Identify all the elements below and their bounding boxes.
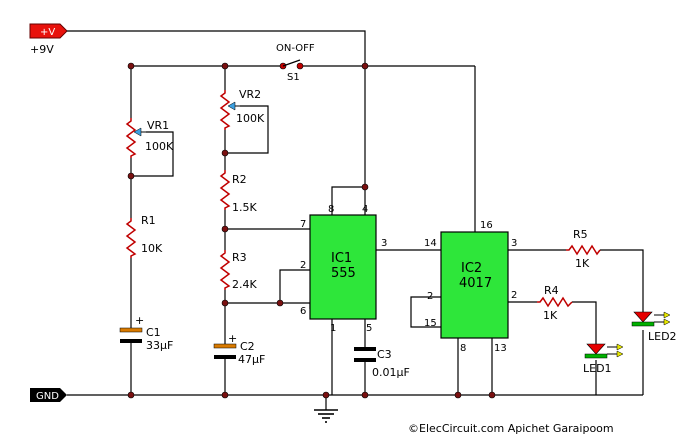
c1-polarity: + — [135, 314, 144, 327]
c1-ref: C1 — [146, 326, 161, 339]
switch-label: ON-OFF — [276, 43, 315, 54]
r3-value: 2.4K — [232, 278, 257, 291]
c3-value: 0.01μF — [372, 366, 410, 379]
resistor-r1: R1 10K — [125, 214, 163, 258]
gnd-tag-text: GND — [36, 391, 59, 402]
ic2-pin-2-out: 2 — [511, 290, 517, 301]
ic1-pin-3: 3 — [381, 238, 387, 249]
vr1-ref: VR1 — [147, 119, 169, 132]
potentiometer-vr2: VR2 100K — [219, 88, 265, 130]
junction-dots — [127, 62, 496, 399]
ic2-name: IC2 — [461, 261, 482, 276]
ic1-pin-1: 1 — [330, 323, 336, 334]
ic1-pin-8: 8 — [328, 204, 334, 215]
ground-symbol — [314, 409, 338, 423]
c2-polarity: + — [228, 332, 237, 345]
ic2-part: 4017 — [459, 276, 492, 291]
ic1-pin-7: 7 — [300, 219, 306, 230]
r2-ref: R2 — [232, 173, 247, 186]
ic1-part: 555 — [331, 266, 356, 281]
led2: LED2 — [631, 311, 677, 343]
ic2-pin-2-in: 2 — [427, 291, 433, 302]
capacitor-c2: + C2 47μF — [213, 332, 265, 366]
r1-value: 10K — [141, 242, 163, 255]
resistor-r5: R5 1K — [566, 228, 601, 270]
ic2-4017: IC2 4017 16 14 3 2 15 8 13 2 — [424, 220, 517, 354]
r3-ref: R3 — [232, 251, 247, 264]
led2-ref: LED2 — [648, 330, 677, 343]
ic1-pin-2: 2 — [300, 260, 306, 271]
resistor-r2: R2 1.5K — [219, 170, 257, 214]
ic2-pin-16: 16 — [480, 220, 493, 231]
r5-ref: R5 — [573, 228, 588, 241]
ic1-pin-5: 5 — [366, 323, 372, 334]
resistor-r4: R4 1K — [537, 284, 573, 322]
resistor-r3: R3 2.4K — [219, 250, 257, 291]
c2-value: 47μF — [238, 353, 265, 366]
gnd-tag: GND — [30, 388, 67, 402]
r2-value: 1.5K — [232, 201, 257, 214]
c3-ref: C3 — [377, 348, 392, 361]
capacitor-c1: + C1 33μF — [119, 314, 173, 352]
c1-value: 33μF — [146, 339, 173, 352]
vr1-value: 100K — [145, 140, 174, 153]
ic2-pin-14: 14 — [424, 238, 437, 249]
credit-text: ©ElecCircuit.com Apichet Garaipoom — [408, 422, 614, 435]
ic2-pin-8: 8 — [460, 343, 466, 354]
led1-ref: LED1 — [583, 362, 612, 375]
ic2-pin-3: 3 — [511, 238, 517, 249]
vplus-voltage-label: +9V — [30, 43, 54, 56]
r5-value: 1K — [575, 257, 590, 270]
c2-ref: C2 — [240, 340, 255, 353]
led1: LED1 — [583, 343, 624, 375]
vr2-ref: VR2 — [239, 88, 261, 101]
vplus-tag-text: +V — [40, 27, 55, 38]
potentiometer-vr1: VR1 100K — [125, 118, 174, 158]
ic1-555: IC1 555 8 4 7 2 6 1 5 3 — [300, 204, 387, 334]
switch-ref: S1 — [287, 72, 300, 83]
vplus-tag: +V — [29, 23, 68, 39]
capacitor-c3: C3 0.01μF — [354, 347, 410, 379]
vr2-value: 100K — [236, 112, 265, 125]
switch-s1: ON-OFF S1 — [276, 43, 315, 83]
ic1-pin-4: 4 — [362, 204, 368, 215]
r4-ref: R4 — [544, 284, 559, 297]
ic2-pin-15: 15 — [424, 318, 437, 329]
r4-value: 1K — [543, 309, 558, 322]
ic1-pin-6: 6 — [300, 306, 306, 317]
ic2-pin-13: 13 — [494, 343, 507, 354]
ic1-name: IC1 — [331, 251, 352, 266]
r1-ref: R1 — [141, 214, 156, 227]
